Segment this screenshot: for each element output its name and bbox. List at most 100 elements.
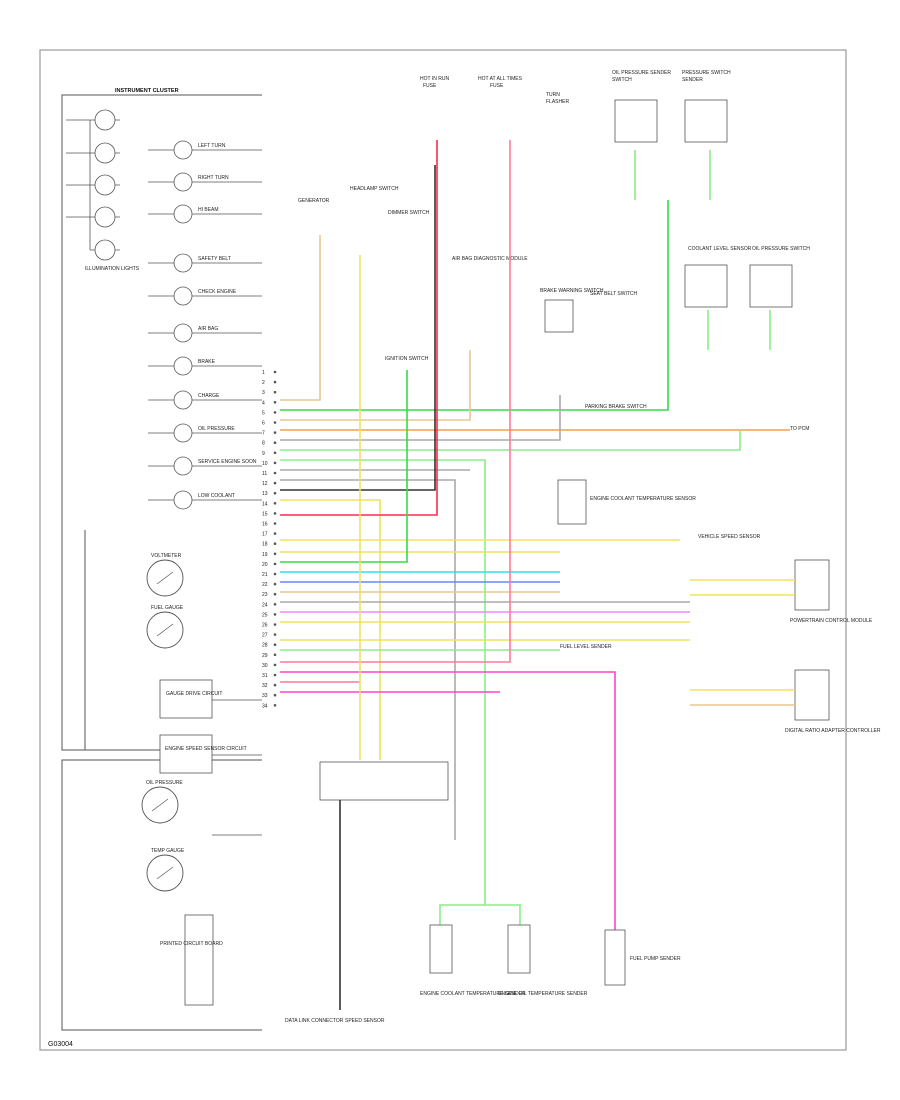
connector-pin-label: 30 bbox=[262, 663, 268, 669]
wire bbox=[485, 904, 521, 925]
gauge-needle bbox=[156, 866, 174, 880]
connector-pin bbox=[273, 572, 277, 576]
label-drac: DIGITAL RATIO ADAPTER CONTROLLER bbox=[785, 728, 881, 734]
connector-pin-label: 15 bbox=[262, 511, 268, 517]
label-vss: VEHICLE SPEED SENSOR bbox=[698, 534, 761, 540]
connector-pin bbox=[273, 603, 277, 606]
connector-pin bbox=[273, 481, 277, 485]
indicator-lamp bbox=[173, 356, 193, 376]
connector-pin bbox=[273, 370, 277, 374]
indicator-lamp bbox=[173, 286, 193, 306]
wire bbox=[280, 459, 486, 905]
indicator-lamp bbox=[173, 490, 193, 510]
label-ect-sender: ENGINE COOLANT TEMPERATURE SENDER bbox=[420, 991, 526, 997]
connector-pin bbox=[273, 683, 277, 687]
connector-pin bbox=[273, 491, 277, 495]
top-label-hot-run: HOT IN RUN bbox=[420, 76, 449, 82]
wires bbox=[280, 140, 795, 1010]
wire bbox=[280, 395, 561, 441]
connector-pin bbox=[273, 592, 277, 596]
gauge-needle bbox=[156, 623, 174, 637]
indicator-label: LEFT TURN bbox=[198, 143, 226, 149]
gauge-needle bbox=[156, 571, 174, 585]
connector-pin-label: 22 bbox=[262, 582, 268, 588]
connector-pin-label: 16 bbox=[262, 522, 268, 528]
connector-pin bbox=[273, 502, 277, 505]
indicator-label: CHARGE bbox=[198, 393, 220, 399]
top-sub-pressure-switch: SENDER bbox=[682, 77, 703, 83]
module-gauge-drive: GAUGE DRIVE CIRCUIT bbox=[166, 691, 222, 697]
label-fuel-sender: FUEL LEVEL SENDER bbox=[560, 644, 612, 650]
connector-pin bbox=[273, 552, 277, 556]
connector-pin-label: 23 bbox=[262, 592, 268, 598]
gauge-label: OIL PRESSURE bbox=[146, 780, 183, 786]
wire bbox=[280, 140, 438, 516]
indicator-label: BRAKE bbox=[198, 359, 216, 365]
indicator-lamp bbox=[173, 204, 193, 224]
top-label-oil-sender: OIL PRESSURE SENDER bbox=[612, 70, 671, 76]
indicator-lamp bbox=[173, 253, 193, 273]
label-brake-switch: BRAKE WARNING SWITCH bbox=[540, 288, 604, 294]
indicator-lamp bbox=[173, 140, 193, 160]
connector-pin-label: 20 bbox=[262, 562, 268, 568]
wire bbox=[280, 140, 511, 663]
connector-pin-label: 33 bbox=[262, 693, 268, 699]
connector-pin bbox=[273, 623, 277, 626]
connector-pin bbox=[273, 512, 277, 515]
connector-pin-label: 5 bbox=[262, 410, 265, 416]
gauge-label: VOLTMETER bbox=[151, 553, 182, 559]
top-sub-hot-run: FUSE bbox=[423, 83, 437, 89]
connector-pin-label: 12 bbox=[262, 481, 268, 487]
wire bbox=[280, 479, 456, 840]
connector-pin bbox=[273, 643, 277, 646]
connector-pin bbox=[273, 704, 277, 707]
connector-pin-label: 27 bbox=[262, 633, 268, 639]
connector-pin bbox=[273, 390, 277, 394]
connector-pin bbox=[273, 441, 277, 445]
connector-pin bbox=[273, 451, 277, 455]
connector-pin bbox=[273, 693, 277, 697]
connector-pin bbox=[273, 633, 277, 636]
indicator-lamp bbox=[173, 172, 193, 192]
top-sub-hot-all: FUSE bbox=[490, 83, 504, 89]
connector-pin-label: 9 bbox=[262, 451, 265, 457]
connector-pin bbox=[273, 542, 277, 545]
connector-pin-label: 8 bbox=[262, 441, 265, 447]
indicator-label: OIL PRESSURE bbox=[198, 426, 235, 432]
connector-pin-label: 31 bbox=[262, 673, 268, 679]
top-sub-turn: FLASHER bbox=[546, 99, 569, 105]
label-oil-switch: OIL PRESSURE SWITCH bbox=[752, 246, 810, 252]
label-pcm: POWERTRAIN CONTROL MODULE bbox=[790, 618, 873, 624]
connector-pin-label: 14 bbox=[262, 501, 268, 507]
indicator-lamp bbox=[173, 390, 193, 410]
connector-pin-label: 3 bbox=[262, 390, 265, 396]
indicator-label: SERVICE ENGINE SOON bbox=[198, 459, 257, 465]
connector-pin bbox=[273, 663, 277, 667]
connector-pin bbox=[273, 411, 277, 414]
indicator-label: HI BEAM bbox=[198, 207, 219, 213]
wire bbox=[280, 499, 381, 760]
wire bbox=[280, 350, 471, 421]
connector-pin-label: 24 bbox=[262, 602, 268, 608]
top-label-pressure-switch: PRESSURE SWITCH bbox=[682, 70, 731, 76]
illumination-label: ILLUMINATION LIGHTS bbox=[85, 266, 140, 272]
label-fuel-pump-sender: FUEL PUMP SENDER bbox=[630, 956, 681, 962]
indicator-label: CHECK ENGINE bbox=[198, 289, 237, 295]
top-label-turn: TURN bbox=[546, 92, 560, 98]
indicator-label: AIR BAG bbox=[198, 326, 218, 332]
label-coolant-sensor: COOLANT LEVEL SENSOR bbox=[688, 246, 752, 252]
connector-pin-label: 26 bbox=[262, 623, 268, 629]
top-label-hot-all: HOT AT ALL TIMES bbox=[478, 76, 523, 82]
indicator-label: RIGHT TURN bbox=[198, 175, 229, 181]
connector-pin bbox=[273, 471, 277, 475]
connector-pin-label: 21 bbox=[262, 572, 268, 578]
connector-pin bbox=[273, 401, 277, 404]
indicator-label: LOW COOLANT bbox=[198, 493, 235, 499]
connector-pin bbox=[273, 582, 277, 586]
wire bbox=[280, 430, 741, 451]
gauge-needle bbox=[151, 798, 169, 812]
top-components bbox=[319, 99, 830, 801]
connector-pin-label: 4 bbox=[262, 400, 265, 406]
